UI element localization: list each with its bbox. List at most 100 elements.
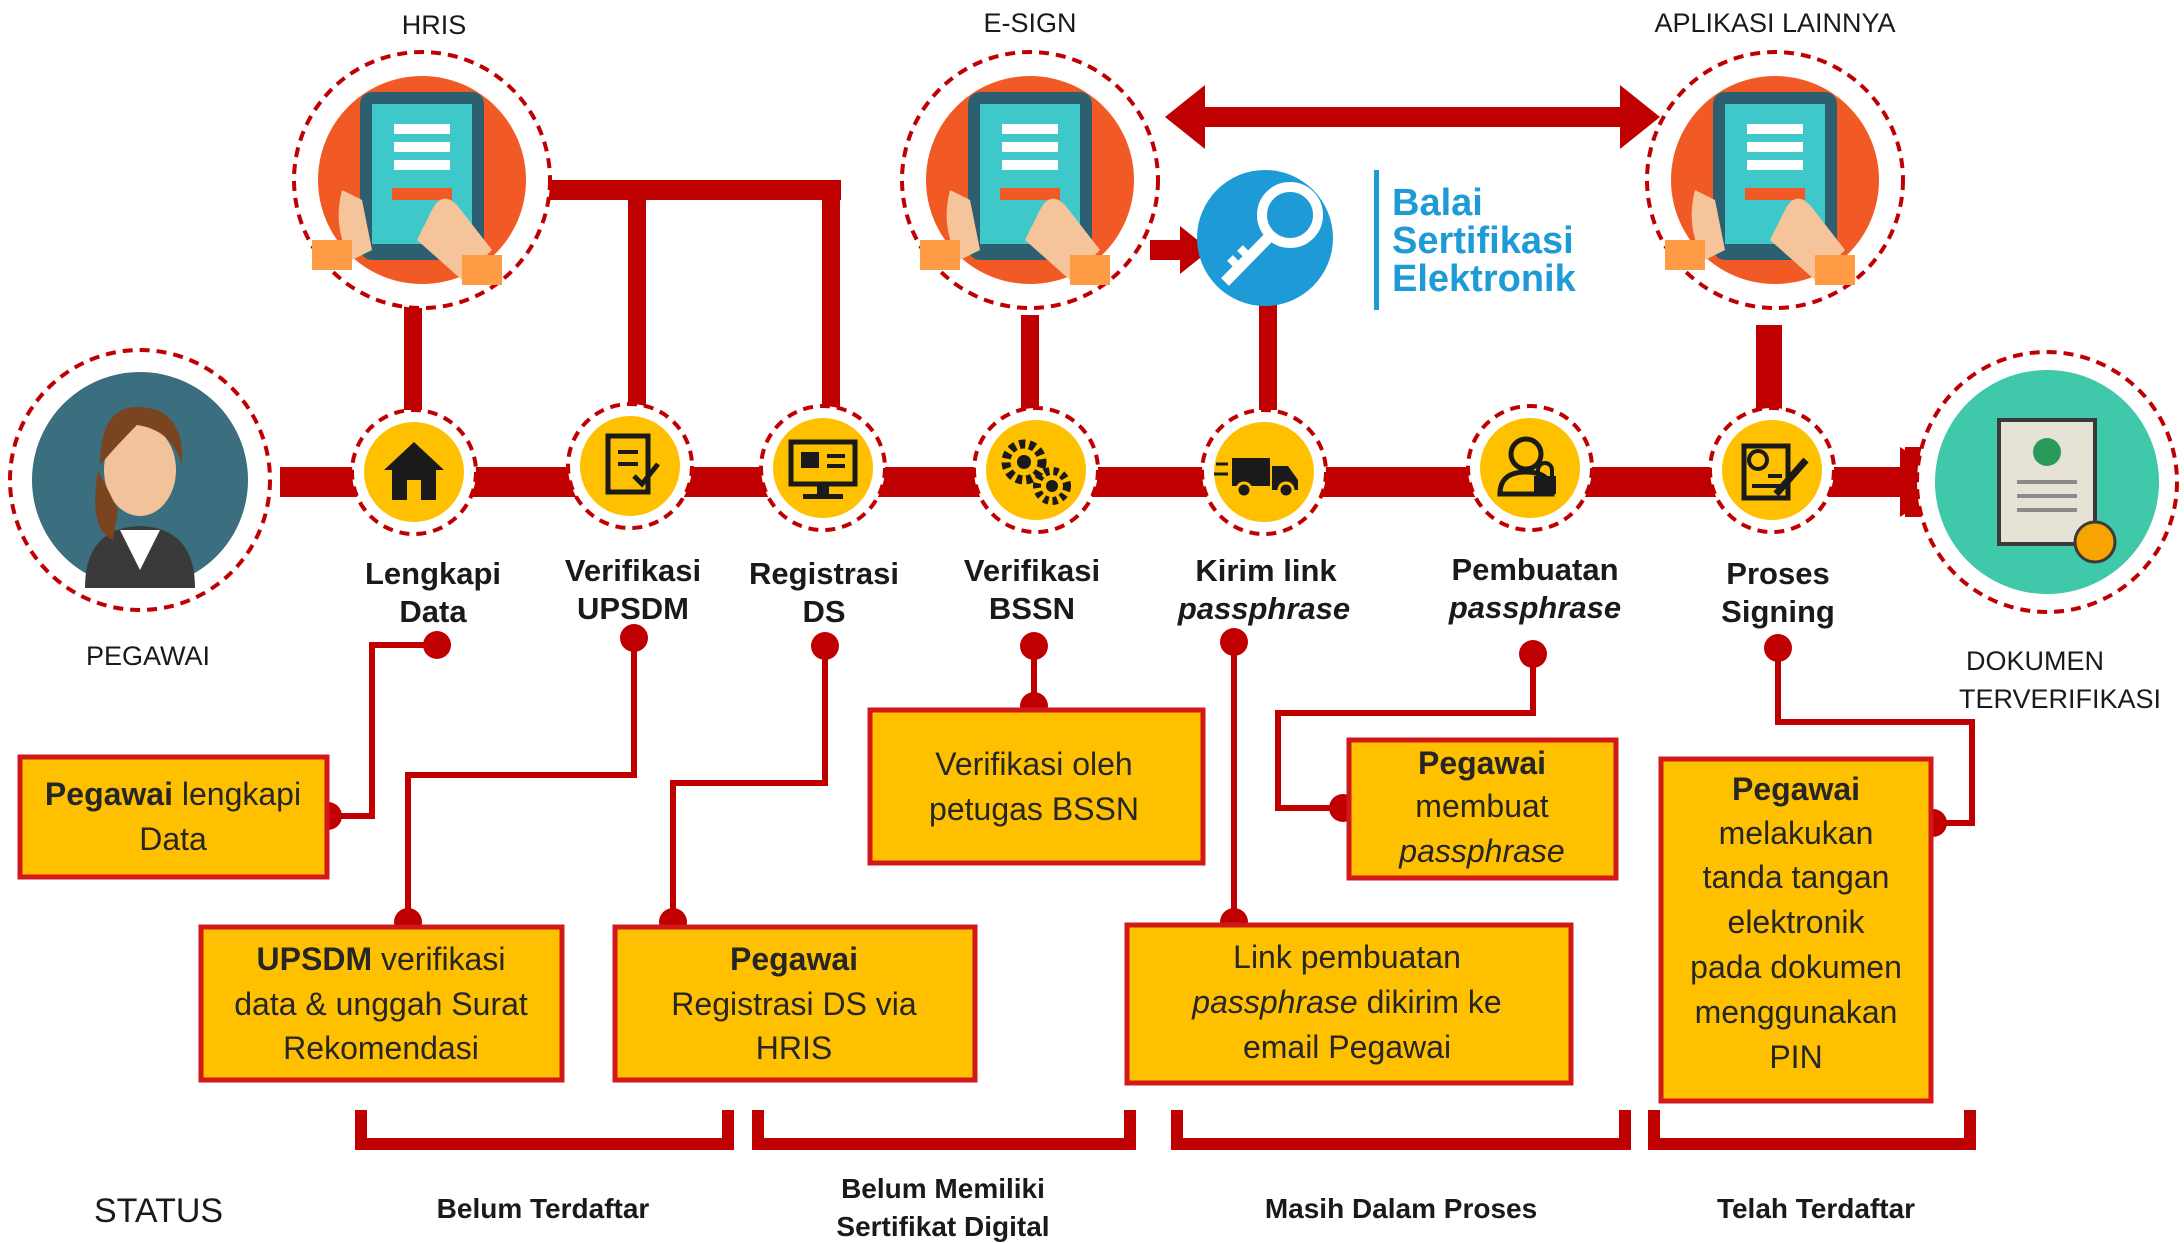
status-bracket-3 [1171, 1110, 1631, 1150]
verified-document-icon [1915, 350, 2179, 614]
box-7-line5: pada dokumen [1690, 949, 1902, 985]
double-arrow-left-head [1165, 85, 1205, 149]
employee-label: PEGAWAI [86, 641, 210, 671]
box-2-rest: verifikasi [372, 941, 505, 977]
status-2-line1: Belum Memiliki [841, 1173, 1045, 1204]
employee-avatar [8, 348, 272, 612]
double-arrow-right-head [1620, 85, 1660, 149]
box-3-bold: Pegawai [730, 941, 858, 977]
leader-1 [328, 642, 437, 819]
arrow-esign-bsre-shaft [1150, 240, 1182, 260]
step-3-label-line2: DS [802, 594, 845, 629]
svg-text:passphrase dikirim ke: passphrase dikirim ke [1191, 984, 1501, 1020]
box-2-bold: UPSDM [257, 941, 373, 977]
user-lock-icon [1497, 436, 1556, 497]
box-5 [1346, 737, 1619, 881]
bsre-line3: Elektronik [1392, 258, 1577, 300]
status-label: STATUS [94, 1192, 223, 1230]
step-1 [350, 408, 478, 536]
box-1-bold: Pegawai [45, 776, 173, 812]
end-label-line2: TERVERIFIKASI [1959, 684, 2161, 714]
step-5-label-line2: passphrase [1177, 591, 1350, 626]
connector-bsre-step5 [1259, 305, 1277, 410]
svg-text:UPSDM verifikasi: UPSDM verifikasi [257, 941, 506, 977]
leader-7 [1775, 648, 1975, 826]
step-3-label-line1: Registrasi [749, 556, 899, 591]
box-3-line3: HRIS [756, 1030, 832, 1066]
status-bracket-4 [1648, 1110, 1976, 1150]
box-4 [867, 707, 1206, 866]
step-4 [972, 406, 1100, 534]
box-1-line2: Data [139, 821, 207, 857]
step-1-label-line1: Lengkapi [365, 556, 501, 591]
step-2-label-line2: UPSDM [577, 591, 689, 626]
step-4-label-line2: BSSN [989, 591, 1075, 626]
step-1-label-line2: Data [399, 594, 467, 629]
step-2 [566, 402, 694, 530]
step-6-label-line2: passphrase [1448, 590, 1621, 625]
box-7-line3: tanda tangan [1703, 859, 1890, 895]
box-3 [612, 924, 978, 1083]
bsre-logo: Balai Sertifikasi Elektronik [1197, 170, 1577, 310]
svg-text:Pegawai lengkapi: Pegawai lengkapi [45, 776, 301, 812]
end-label-line1: DOKUMEN [1966, 646, 2104, 676]
step-6-label-line1: Pembuatan [1451, 552, 1618, 587]
box-7 [1658, 756, 1934, 1104]
esign-app [900, 50, 1160, 310]
box-7-line2: melakukan [1719, 815, 1874, 851]
status-4: Telah Terdaftar [1717, 1193, 1915, 1224]
box-5-line2: membuat [1415, 788, 1549, 824]
bsre-line2: Sertifikasi [1392, 220, 1574, 262]
box-6 [1124, 922, 1574, 1086]
gears-icon [1001, 439, 1071, 505]
box-2-line2: data & unggah Surat [234, 986, 528, 1022]
other-apps-app [1645, 50, 1905, 310]
connector-esign-step4 [1021, 315, 1039, 410]
leader-3 [670, 646, 828, 922]
hris-app [292, 50, 552, 310]
leader-6 [1275, 654, 1536, 811]
status-2-line2: Sertifikat Digital [836, 1211, 1049, 1242]
box-7-line7: PIN [1769, 1039, 1822, 1075]
double-arrow-shaft [1195, 107, 1635, 127]
step-7 [1708, 406, 1836, 534]
arrow-esign-bsre-head [1180, 226, 1210, 274]
house-icon [384, 442, 444, 500]
box-3-line2: Registrasi DS via [671, 986, 917, 1022]
step-6 [1466, 404, 1594, 532]
step-3 [759, 404, 887, 532]
box-6-rest: dikirim ke [1358, 984, 1502, 1020]
computer-icon [788, 439, 858, 499]
step-7-label-line1: Proses [1726, 556, 1829, 591]
step-2-label-line1: Verifikasi [565, 553, 701, 588]
step-5 [1200, 408, 1328, 536]
step-7-label-line2: Signing [1721, 594, 1835, 629]
status-bracket-2 [752, 1110, 1136, 1150]
status-bracket-1 [355, 1110, 734, 1150]
box-4-line1: Verifikasi oleh [935, 746, 1132, 782]
connector-hris-step2 [628, 190, 646, 410]
box-5-line3: passphrase [1398, 833, 1564, 869]
bsre-line1: Balai [1392, 182, 1483, 224]
status-3: Masih Dalam Proses [1265, 1193, 1537, 1224]
esign-label: E-SIGN [983, 8, 1076, 38]
box-7-bold: Pegawai [1732, 771, 1860, 807]
box-4-line2: petugas BSSN [929, 791, 1139, 827]
step-4-label-line1: Verifikasi [964, 553, 1100, 588]
box-7-line6: menggunakan [1695, 994, 1898, 1030]
hris-label: HRIS [402, 10, 467, 40]
certificate-sign-icon [1741, 443, 1809, 501]
other-apps-label: APLIKASI LAINNYA [1654, 8, 1895, 38]
box-6-line1: Link pembuatan [1233, 939, 1461, 975]
connector-hris-step1 [404, 300, 422, 410]
document-check-icon [605, 433, 660, 495]
box-5-bold: Pegawai [1418, 745, 1546, 781]
box-2-line3: Rekomendasi [283, 1030, 479, 1066]
connector-apps-step7 [1756, 325, 1782, 415]
box-6-line3: email Pegawai [1243, 1029, 1451, 1065]
box-7-line4: elektronik [1728, 904, 1866, 940]
status-1: Belum Terdaftar [437, 1193, 650, 1224]
delivery-truck-icon [1214, 458, 1298, 499]
box-1 [17, 754, 330, 880]
